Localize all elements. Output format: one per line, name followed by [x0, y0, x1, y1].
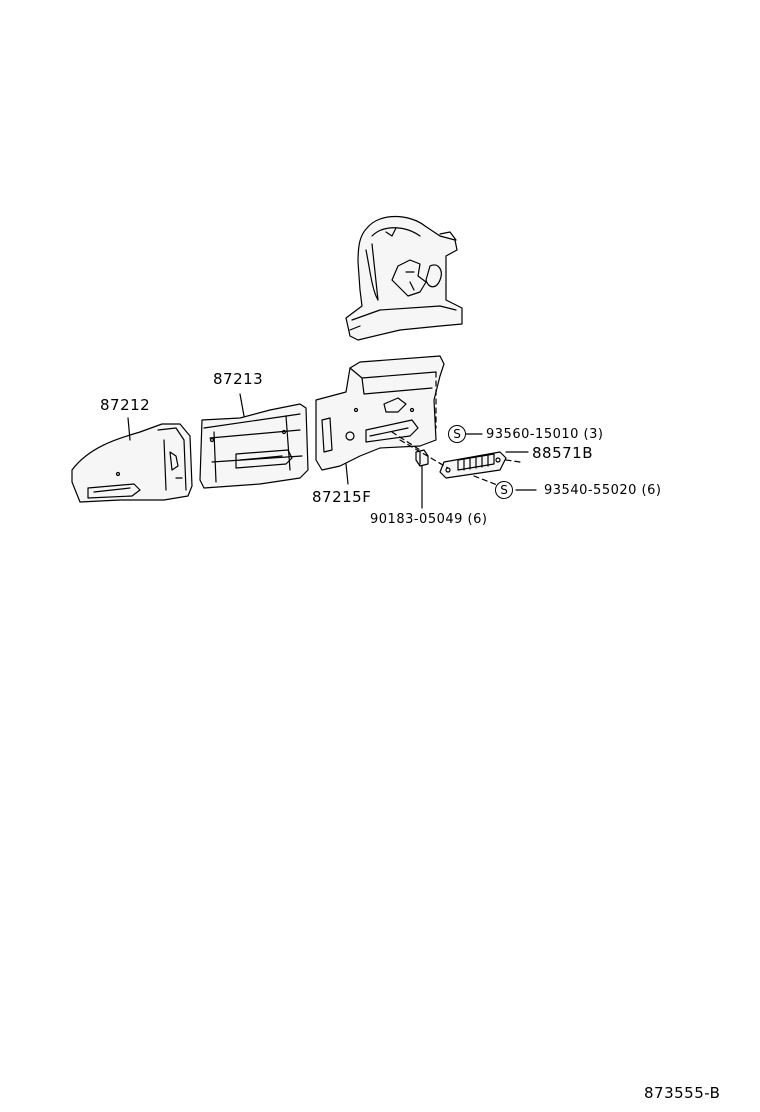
part-quantity: (6) [641, 483, 662, 498]
figure-code: 873555-B [644, 1084, 721, 1102]
register-88571B [439, 451, 507, 479]
part-quantity: (3) [583, 427, 604, 442]
part-label-87215F: 87215F [312, 488, 372, 506]
part-number: 93560-15010 [486, 427, 579, 442]
part-label-90183-05049: 90183-05049 (6) [370, 512, 487, 528]
part-number: 93540-55020 [544, 483, 637, 498]
standard-part-symbol: S [448, 425, 466, 443]
part-number: 90183-05049 [370, 512, 463, 527]
part-label-87213: 87213 [213, 370, 264, 388]
duct-87215F [315, 355, 445, 471]
standard-part-symbol: S [495, 481, 513, 499]
duct-87213 [199, 403, 309, 489]
part-label-93540-55020: 93540-55020 (6) [544, 483, 661, 499]
part-label-88571B: 88571B [532, 444, 594, 462]
part-label-87212: 87212 [100, 396, 151, 414]
clip-90183 [415, 449, 429, 467]
heater-unit [345, 216, 463, 341]
duct-87212 [71, 423, 193, 503]
part-quantity: (6) [467, 512, 488, 527]
part-label-93560-15010: 93560-15010 (3) [486, 427, 603, 443]
leader-lines [127, 393, 537, 509]
